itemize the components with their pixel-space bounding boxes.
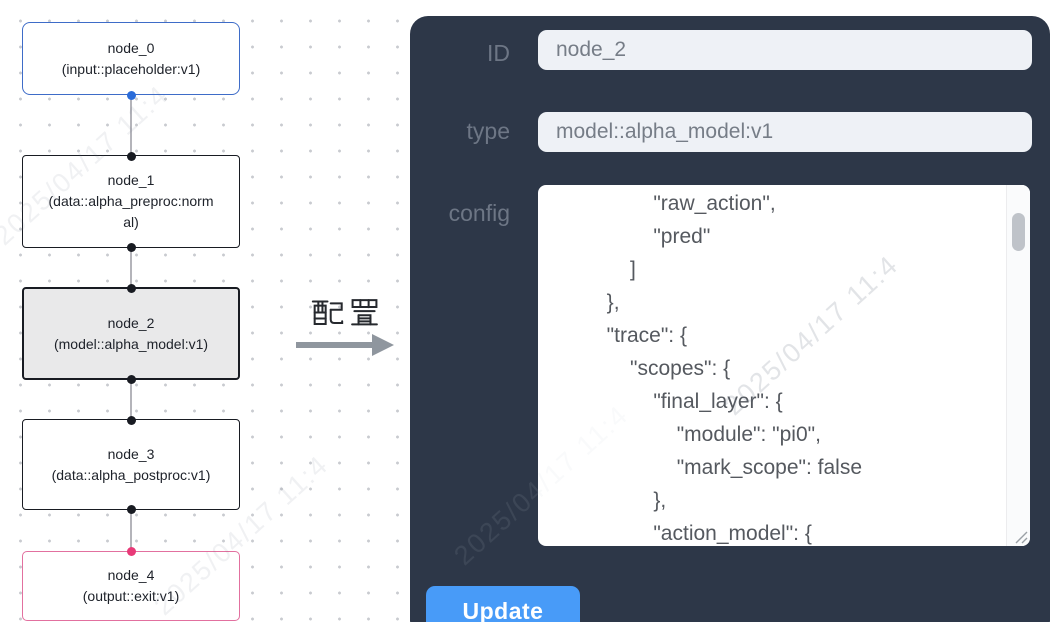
update-button[interactable]: Update — [426, 586, 580, 625]
node-handle[interactable] — [127, 505, 136, 514]
bottom-white-strip — [408, 622, 1062, 643]
id-field-label: ID — [487, 40, 510, 66]
flow-node-node_3[interactable]: node_3 (data::alpha_postproc:v1) — [22, 419, 240, 510]
node-label: node_0 (input::placeholder:v1) — [61, 39, 201, 77]
flow-edge — [130, 379, 132, 420]
config-scrollbar-thumb[interactable] — [1012, 213, 1025, 251]
node-label: node_1 (data::alpha_preproc:normal) — [48, 172, 214, 230]
node-label: node_2 (model::alpha_model:v1) — [53, 314, 209, 352]
node-config-panel: ID type config "raw_action", "pred" ] },… — [410, 16, 1050, 625]
node-label: node_4 (output::exit:v1) — [82, 567, 180, 604]
node-handle[interactable] — [127, 375, 136, 384]
config-scrollbar-track[interactable] — [1006, 185, 1030, 546]
config-textarea[interactable]: "raw_action", "pred" ] }, "trace": { "sc… — [538, 185, 1030, 546]
type-field-label: type — [466, 118, 510, 144]
flow-edge — [130, 509, 132, 551]
node-label: node_3 (data::alpha_postproc:v1) — [51, 445, 211, 483]
node-handle[interactable] — [127, 152, 136, 161]
node-handle[interactable] — [127, 284, 136, 293]
flow-edge — [130, 247, 132, 288]
type-input[interactable] — [538, 112, 1032, 152]
node-handle[interactable] — [127, 243, 136, 252]
textarea-resize-handle-icon[interactable] — [1014, 530, 1028, 544]
flow-node-node_4[interactable]: node_4 (output::exit:v1) — [22, 551, 240, 621]
config-field-label: config — [448, 200, 510, 226]
right-arrow-icon — [296, 334, 394, 356]
config-json-text[interactable]: "raw_action", "pred" ] }, "trace": { "sc… — [606, 192, 863, 545]
flow-node-node_1[interactable]: node_1 (data::alpha_preproc:normal) — [22, 155, 240, 248]
configure-annotation: 配置 — [294, 296, 398, 362]
flow-edge — [130, 95, 132, 156]
flow-node-node_0[interactable]: node_0 (input::placeholder:v1) — [22, 22, 240, 95]
peizhi-label-glyph — [294, 296, 398, 329]
id-input[interactable] — [538, 30, 1032, 70]
flow-node-node_2-selected[interactable]: node_2 (model::alpha_model:v1) — [22, 287, 240, 380]
node-handle[interactable] — [127, 91, 136, 100]
node-handle[interactable] — [127, 416, 136, 425]
node-handle[interactable] — [127, 547, 136, 556]
